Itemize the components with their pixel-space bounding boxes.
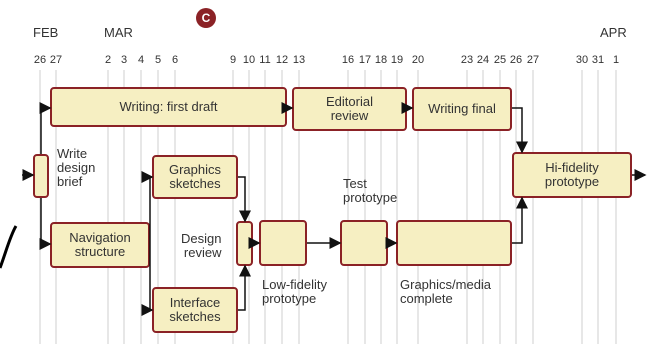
day-label: 9 [229,54,237,66]
day-label: 5 [154,54,162,66]
day-label: 26 [509,54,523,66]
task-writing-first-draft: Writing: first draft [50,87,287,127]
day-label: 31 [591,54,605,66]
day-label: 13 [292,54,306,66]
day-label: 27 [49,54,63,66]
month-label-mar: MAR [104,25,133,40]
day-label: 24 [476,54,490,66]
day-label: 23 [460,54,474,66]
month-label-feb: FEB [33,25,59,40]
task-navigation-structure: Navigation structure [50,222,150,268]
day-label: 2 [104,54,112,66]
task-design-review [236,221,253,266]
day-label: 30 [575,54,589,66]
day-label: 11 [259,54,271,66]
day-label: 4 [137,54,145,66]
day-label: 16 [341,54,355,66]
task-label-design-review: Design review [181,231,222,260]
task-write-design-brief [33,154,49,198]
task-graphics-media-complete [396,220,512,266]
day-label: 18 [374,54,388,66]
day-label: 19 [390,54,404,66]
month-label-apr: APR [600,25,627,40]
day-label: 6 [171,54,179,66]
day-label: 1 [612,54,620,66]
day-label: 17 [358,54,372,66]
task-label-test-prototype: Test prototype [343,176,398,205]
day-label: 26 [33,54,47,66]
day-label: 25 [493,54,507,66]
day-label: 12 [275,54,289,66]
task-label-low-fidelity-prototype: Low-fidelity prototype [262,277,328,306]
task-low-fidelity-prototype [259,220,307,266]
section-badge: C [196,8,216,28]
task-label-write-design-brief: Write design brief [57,146,96,189]
task-test-prototype [340,220,388,266]
day-label: 3 [120,54,128,66]
task-editorial-review: Editorial review [292,87,407,131]
day-label: 20 [411,54,425,66]
task-label-graphics-media-complete: Graphics/media complete [400,277,492,306]
day-label: 10 [242,54,256,66]
task-hi-fidelity-prototype: Hi-fidelity prototype [512,152,632,198]
task-graphics-sketches: Graphics sketches [152,155,238,199]
task-interface-sketches: Interface sketches [152,287,238,333]
task-writing-final: Writing final [412,87,512,131]
day-label: 27 [526,54,540,66]
